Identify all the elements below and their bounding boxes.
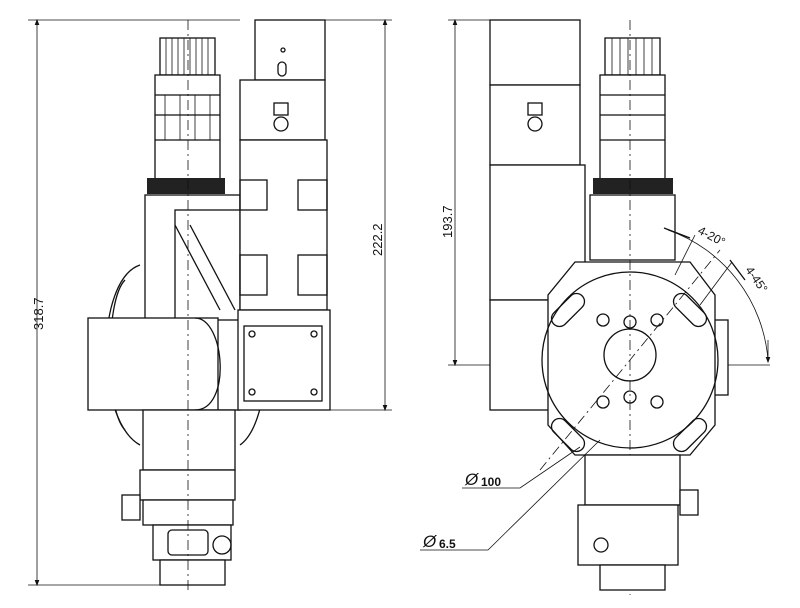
diameter-label-100: 100	[481, 475, 501, 489]
dimension-side-height	[325, 18, 392, 412]
knurled-cap	[147, 37, 225, 194]
dimension-label-318-7: 318.7	[31, 297, 46, 330]
angle-label-45: 4-45°	[743, 264, 771, 296]
diameter-symbol-6-5: Ø	[422, 532, 438, 551]
diameter-symbol-100: Ø	[464, 470, 480, 489]
main-body	[87, 19, 331, 590]
mounting-flange	[539, 20, 721, 595]
side-view	[28, 18, 392, 590]
diameter-label-6-5: 6.5	[439, 537, 456, 551]
dimension-label-193-7: 193.7	[440, 205, 455, 238]
dimension-label-222-2: 222.2	[370, 223, 385, 256]
front-view: 4-20° 4-45°	[420, 18, 771, 595]
dimension-overall-height	[28, 18, 240, 587]
